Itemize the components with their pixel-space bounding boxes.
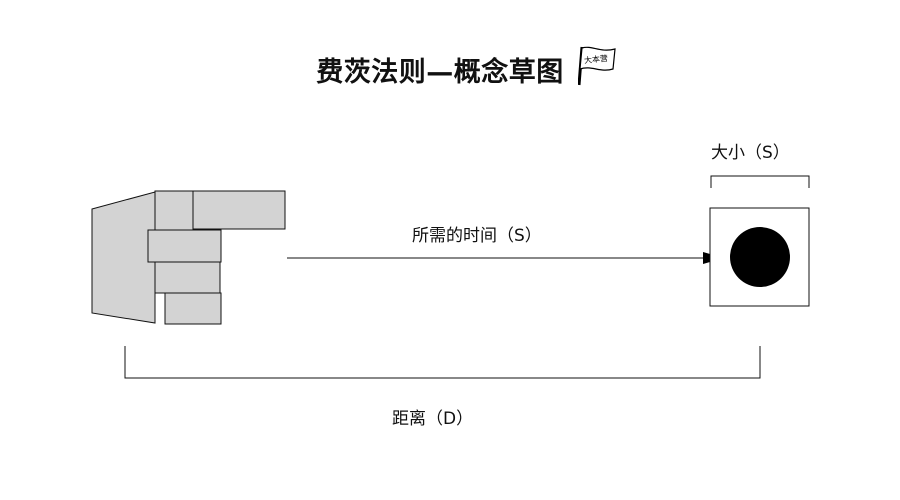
flag-icon [577, 46, 616, 86]
hand-palm [91, 191, 156, 324]
logo-flag: 大本营 [577, 45, 618, 87]
hand-knuckle [147, 229, 222, 263]
diagram-title: 费茨法则—概念草图 [316, 57, 564, 88]
size-label: 大小（S） [711, 143, 790, 163]
hand-finger-bottom [164, 292, 222, 325]
distance-label: 距离（D） [392, 409, 474, 429]
distance-bracket [124, 346, 761, 379]
target-dot [730, 227, 790, 287]
hand-finger-middle [154, 261, 221, 294]
size-bracket [710, 175, 810, 188]
time-label: 所需的时间（S） [412, 226, 542, 246]
pointing-hand-icon [91, 190, 286, 325]
